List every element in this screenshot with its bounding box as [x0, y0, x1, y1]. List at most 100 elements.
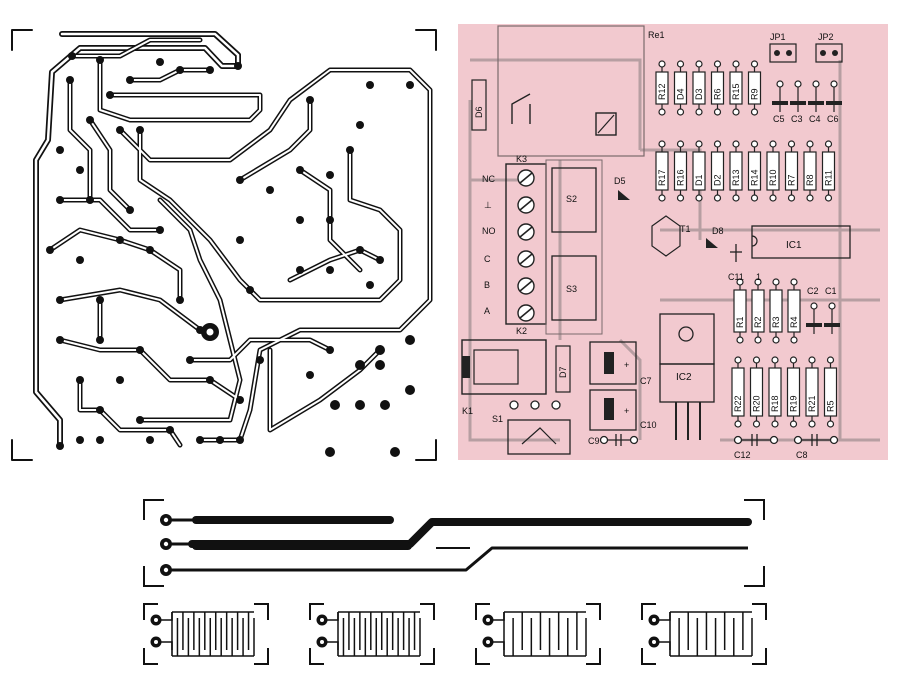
- switch-s2-outline: [551, 167, 597, 233]
- interdigital-sensors: [143, 603, 767, 665]
- component-label: R14: [750, 169, 760, 186]
- corner-mark: [415, 439, 437, 461]
- component-label: D4: [676, 88, 686, 100]
- component-r1: R1: [733, 278, 747, 344]
- corner-mark: [11, 29, 33, 51]
- component-label: R3: [771, 316, 781, 328]
- capacitor-label: C2: [807, 286, 819, 296]
- component-label: D1: [694, 174, 704, 186]
- copper-side-board: [11, 29, 437, 461]
- component-d1: D1: [692, 140, 706, 202]
- jumper-jp1-outline: [769, 43, 797, 63]
- terminal-pin-label: ⊥: [484, 200, 492, 210]
- relay-coil-icon: [595, 112, 617, 136]
- transistor-t1-outline: [651, 215, 681, 257]
- capacitor-c6: C6: [826, 80, 842, 124]
- component-r22: R22: [731, 356, 745, 428]
- transistor-t1-label: T1: [680, 224, 691, 234]
- component-label: R19: [789, 395, 799, 412]
- switch-s3-label: S3: [566, 284, 577, 294]
- capacitor-label: C3: [791, 114, 803, 124]
- terminal-pin-label: NO: [482, 226, 496, 236]
- diode-d7-label: D7: [558, 366, 568, 378]
- diode-d6: [471, 79, 487, 131]
- capacitor-c12-label: C12: [734, 450, 751, 460]
- switch-s3-outline: [551, 255, 597, 321]
- component-label: R2: [753, 316, 763, 328]
- component-label: R13: [731, 169, 741, 186]
- component-label: R18: [770, 395, 780, 412]
- capacitor-c7-polarity: +: [624, 360, 629, 370]
- component-r6: R6: [710, 60, 725, 116]
- diode-d7: [555, 345, 571, 393]
- component-label: D3: [694, 88, 704, 100]
- terminal-pin-label: NC: [482, 174, 495, 184]
- terminal-screws: [517, 169, 535, 322]
- led-d5-label: D5: [614, 176, 626, 186]
- ic1-pin1-label: 1: [756, 272, 761, 282]
- capacitor-c11-label: C11: [728, 272, 744, 282]
- switch-s2-label: S2: [566, 194, 577, 204]
- component-r10: R10: [766, 140, 780, 202]
- component-r15: R15: [729, 60, 743, 116]
- capacitor-c2: C2: [806, 286, 822, 334]
- component-label: R17: [657, 169, 667, 186]
- capacitor-c8-label: C8: [796, 450, 808, 460]
- corner-mark: [11, 439, 33, 461]
- component-r2: R2: [751, 278, 765, 344]
- capacitor-c4: C4: [808, 80, 824, 124]
- component-label: R1: [735, 316, 745, 328]
- terminal-pin-label: A: [484, 306, 490, 316]
- component-r14: R14: [747, 140, 762, 202]
- component-label: D2: [713, 174, 723, 186]
- component-label: R15: [731, 83, 741, 100]
- capacitor-c10-label: C10: [640, 420, 657, 430]
- sensor-pad: [143, 603, 269, 665]
- component-r21: R21: [805, 356, 819, 428]
- ic1-outline: [751, 225, 851, 259]
- terminal-k2-label: K2: [516, 326, 527, 336]
- led-d8-label: D8: [712, 226, 724, 236]
- jumper-jp1-label: JP1: [770, 32, 786, 42]
- component-label: R4: [789, 316, 799, 328]
- capacitor-label: C5: [773, 114, 785, 124]
- component-r8: R8: [803, 140, 817, 202]
- capacitor-c1: C1: [824, 286, 840, 334]
- component-r16: R16: [673, 140, 688, 202]
- component-label: R10: [768, 169, 778, 186]
- power-switch-label: S1: [492, 414, 503, 424]
- capacitor-c10-polarity: +: [624, 406, 629, 416]
- component-label: R8: [805, 174, 815, 186]
- sensor-strip: [143, 499, 765, 587]
- ic1-label: IC1: [786, 240, 802, 251]
- component-r7: R7: [784, 140, 799, 202]
- component-label: R12: [657, 83, 667, 100]
- terminal-pin-label: C: [484, 254, 491, 264]
- sensor-pad: [309, 603, 435, 665]
- component-r9: R9: [747, 60, 762, 116]
- component-r3: R3: [769, 278, 783, 344]
- component-label: R11: [824, 170, 834, 186]
- component-label: R16: [676, 169, 686, 186]
- component-label: R5: [826, 400, 836, 412]
- capacitor-c9-label: C9: [588, 436, 600, 446]
- component-r20: R20: [749, 356, 764, 428]
- component-r11: R11: [821, 140, 836, 202]
- component-label: R22: [733, 395, 743, 412]
- jumper-jp2-label: JP2: [818, 32, 834, 42]
- corner-mark: [415, 29, 437, 51]
- component-label: R9: [750, 88, 760, 100]
- terminal-k3-label: K3: [516, 154, 527, 164]
- relay-label: Re1: [648, 30, 665, 40]
- switch-s1-outline: [507, 419, 571, 455]
- capacitor-label: C6: [827, 114, 839, 124]
- component-label: R7: [787, 174, 797, 186]
- component-r13: R13: [729, 140, 743, 202]
- component-r12: R12: [655, 60, 669, 116]
- capacitor-label: C4: [809, 114, 821, 124]
- sensor-pad: [475, 603, 601, 665]
